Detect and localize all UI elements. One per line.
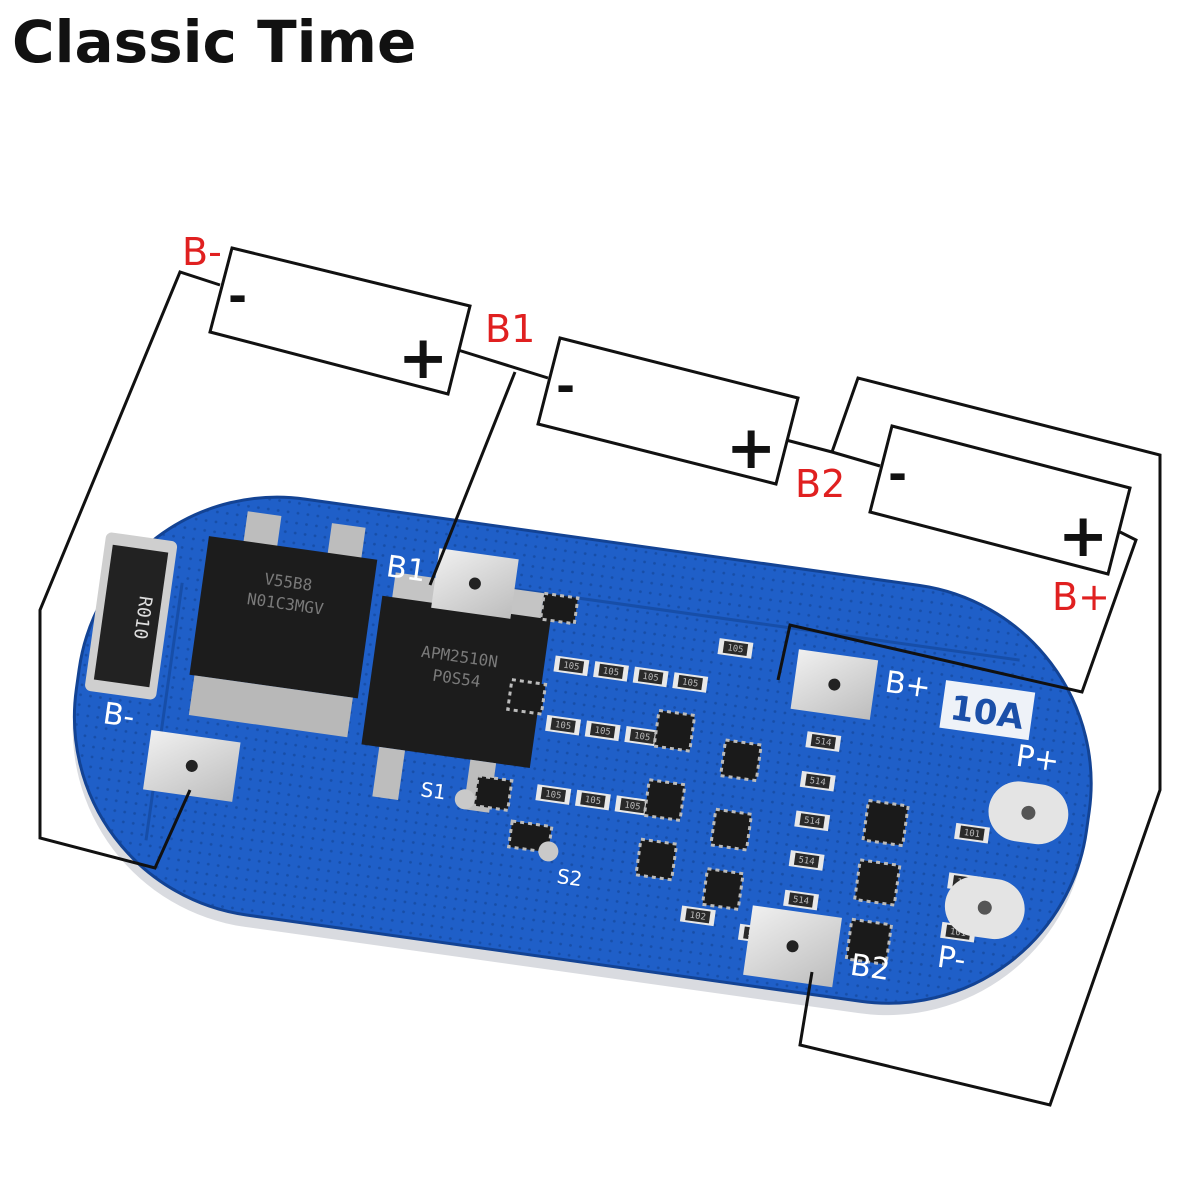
smd-resistor-code: 514 [809,776,826,788]
silk-b-minus: B- [101,696,137,735]
smd-resistor-code: 105 [563,661,580,673]
smd-resistor-code: 105 [642,672,659,684]
ic-packages [472,591,910,967]
cell2-plus: + [726,413,776,483]
silk-s1: S1 [419,777,448,804]
smd-resistor: 105 [553,655,590,677]
smd-resistor-code: 105 [594,726,611,738]
ic-chip [506,819,554,855]
battery-cell-1: - + [208,246,472,396]
ic-chip [652,708,697,753]
smd-resistor-code: 105 [584,795,601,807]
wire-cell1-cell2 [457,348,549,380]
ic-chip [718,738,763,783]
cell1-plus: + [398,323,448,393]
smd-resistor: 105 [593,661,629,682]
smd-resistor: 105 [614,795,651,816]
cell1-minus: - [228,269,247,323]
smd-resistor: 105 [545,714,582,736]
ic-chip [852,858,902,907]
silk-s2: S2 [555,864,584,891]
page-title: Classic Time [12,8,417,76]
smd-resistor: 105 [574,789,611,811]
silk-p-plus: P+ [1014,739,1062,780]
wire-b1 [428,371,517,586]
ic-chip [844,917,894,967]
label-b-plus: B+ [1052,575,1110,619]
label-b2: B2 [795,462,845,506]
cell3-plus: + [1058,501,1108,571]
battery-cell-2: - + [536,336,800,486]
label-b-minus: B- [182,230,222,274]
smd-resistor: 514 [794,810,831,832]
shunt-resistor: R010 [85,532,178,700]
smd-resistor-code: 102 [689,911,706,923]
smd-resistor: 105 [632,666,669,688]
ic-chip [709,807,754,852]
silk-b-plus: B+ [883,665,933,706]
smd-resistor: 105 [624,726,661,747]
smd-resistor-code: 105 [727,643,744,655]
label-b1: B1 [485,307,535,351]
smd-resistor-code: 105 [624,801,641,813]
cell2-minus: - [556,359,575,413]
smd-resistor-code: 105 [681,677,698,689]
smd-resistor-code: 514 [798,855,815,867]
ic-chip [642,778,687,823]
smd-resistor-code: 105 [544,789,561,801]
silk-b1: B1 [384,549,428,589]
current-rating-badge [939,680,1036,741]
smd-resistor-code: 105 [554,720,571,732]
smd-resistor: 105 [584,720,621,742]
test-point-s1 [454,789,475,810]
wires [38,270,1162,1107]
ic-chip [472,774,514,813]
ic-chip [861,798,910,848]
ic-chip [634,837,679,882]
smd-resistor-code: 514 [792,895,809,907]
silk-b2: B2 [848,948,892,988]
smd-resistor: 105 [672,672,709,693]
smd-resistor-code: 514 [803,816,820,828]
mosfet-1: V55B8 N01C3MGV [188,511,378,738]
wire-b2 [798,376,1162,1107]
smd-resistor: 514 [788,850,825,871]
silk-p-minus: P- [935,940,968,979]
smd-resistor: 102 [679,905,716,927]
ic-chip [538,591,580,626]
smd-resistor: 514 [799,770,836,792]
smd-resistor: 105 [717,638,754,659]
wire-b-plus [776,530,1138,694]
smd-resistor: 514 [783,889,820,911]
smd-resistor: 105 [535,784,572,805]
battery-cell-3: - + [868,424,1132,576]
cell3-minus: - [888,447,907,501]
smd-resistor: 514 [805,731,842,752]
test-point-s2 [538,841,559,862]
smd-resistor-code: 105 [633,731,650,743]
smd-resistor-code: 514 [814,736,831,748]
ic-chip [506,677,548,716]
smd-resistor-code: 105 [602,666,619,678]
smd-resistor-code: 101 [963,828,980,840]
wire-b-minus [38,270,221,870]
ic-chip [700,867,745,912]
smd-resistor: 101 [954,822,990,844]
